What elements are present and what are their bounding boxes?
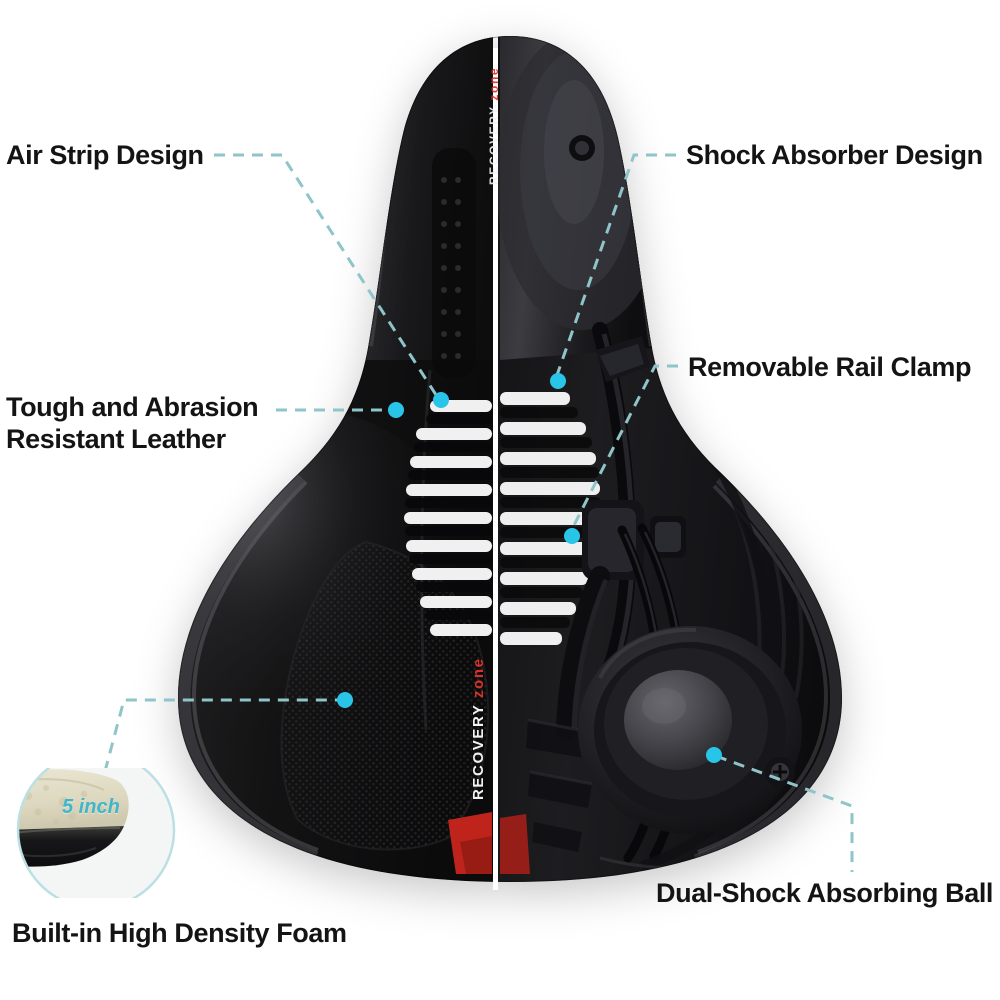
foam-thickness-inset — [16, 768, 176, 898]
brand-primary-text: RECOVERY — [470, 703, 487, 800]
split-divider-line — [493, 48, 498, 890]
label-leather: Tough and Abrasion Resistant Leather — [6, 392, 259, 454]
brand-secondary-text: zone — [470, 657, 487, 699]
label-air-strip-design: Air Strip Design — [6, 140, 204, 170]
brand-recovery-zone-lower: RECOVERY zone — [470, 657, 487, 800]
inset-circle-border — [16, 768, 176, 898]
brand-recovery-zone-upper: RECOVERY zone — [487, 67, 501, 185]
brand-primary-text-upper: RECOVERY — [487, 105, 501, 186]
foam-measurement-label: 5 inch — [62, 796, 120, 818]
label-shock-absorber: Shock Absorber Design — [686, 140, 983, 170]
label-rail-clamp: Removable Rail Clamp — [688, 352, 972, 382]
dual-shock-ball — [578, 626, 802, 834]
brand-secondary-text-upper: zone — [487, 66, 501, 101]
label-dual-shock-ball: Dual-Shock Absorbing Ball — [656, 878, 994, 908]
air-strip-vents-left — [404, 148, 492, 636]
label-high-density-foam: Built-in High Density Foam — [12, 918, 347, 948]
